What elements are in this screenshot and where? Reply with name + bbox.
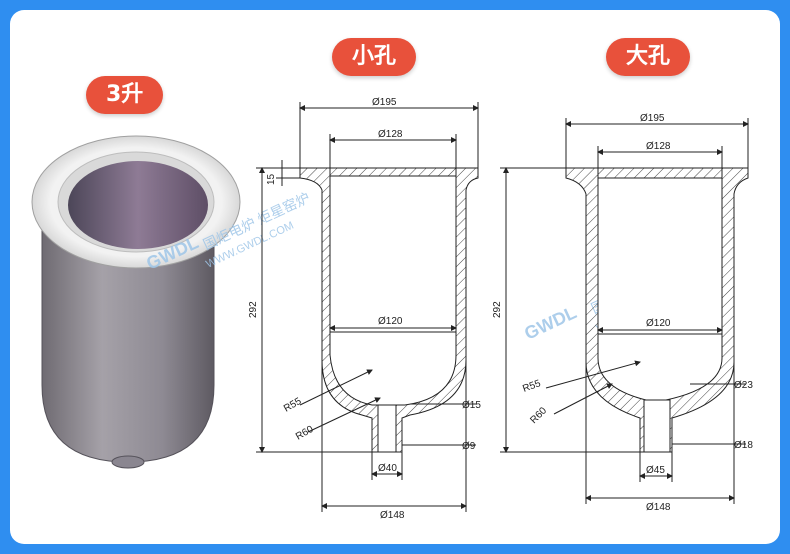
small-total-height: 292 bbox=[248, 301, 259, 318]
large-body-diameter: Ø120 bbox=[646, 318, 671, 329]
content-card: 3升 小孔 大孔 bbox=[10, 10, 780, 544]
label-small-hole: 小孔 bbox=[332, 38, 417, 76]
large-bottom-thickness: Ø18 bbox=[734, 440, 753, 451]
crucible-3d bbox=[31, 135, 241, 469]
small-body-diameter: Ø120 bbox=[378, 316, 403, 327]
label-large-hole: 大孔 bbox=[606, 38, 691, 76]
large-bottom-diameter: Ø148 bbox=[646, 502, 671, 513]
small-wall-thickness: Ø15 bbox=[462, 400, 481, 411]
small-outer-radius: R60 bbox=[294, 424, 316, 443]
watermark-logo-right: GWDL bbox=[521, 302, 579, 343]
large-hole-drawing bbox=[500, 118, 749, 504]
small-hole-diameter: Ø40 bbox=[378, 463, 397, 474]
small-bottom-diameter: Ø148 bbox=[380, 510, 405, 521]
small-top-diameter: Ø195 bbox=[372, 97, 397, 108]
large-inner-top-diameter: Ø128 bbox=[646, 141, 671, 152]
technical-drawing: GWDL 国炬电炉 炬星窑炉 WWW.GWDL.COM GWDL 国炬电炉 炬星… bbox=[31, 97, 753, 521]
small-rim-height: 15 bbox=[266, 173, 277, 185]
large-total-height: 292 bbox=[492, 301, 503, 318]
small-bottom-thickness: Ø9 bbox=[462, 441, 476, 452]
small-hole-drawing bbox=[256, 102, 479, 512]
label-3l: 3升 bbox=[86, 76, 164, 114]
large-top-diameter: Ø195 bbox=[640, 113, 665, 124]
large-hole-diameter: Ø45 bbox=[646, 465, 665, 476]
small-inner-top-diameter: Ø128 bbox=[378, 129, 403, 140]
large-inner-radius: R55 bbox=[521, 378, 542, 395]
large-outer-radius: R60 bbox=[528, 405, 549, 426]
large-wall-thickness: Ø23 bbox=[734, 380, 753, 391]
small-inner-radius: R55 bbox=[282, 396, 304, 415]
